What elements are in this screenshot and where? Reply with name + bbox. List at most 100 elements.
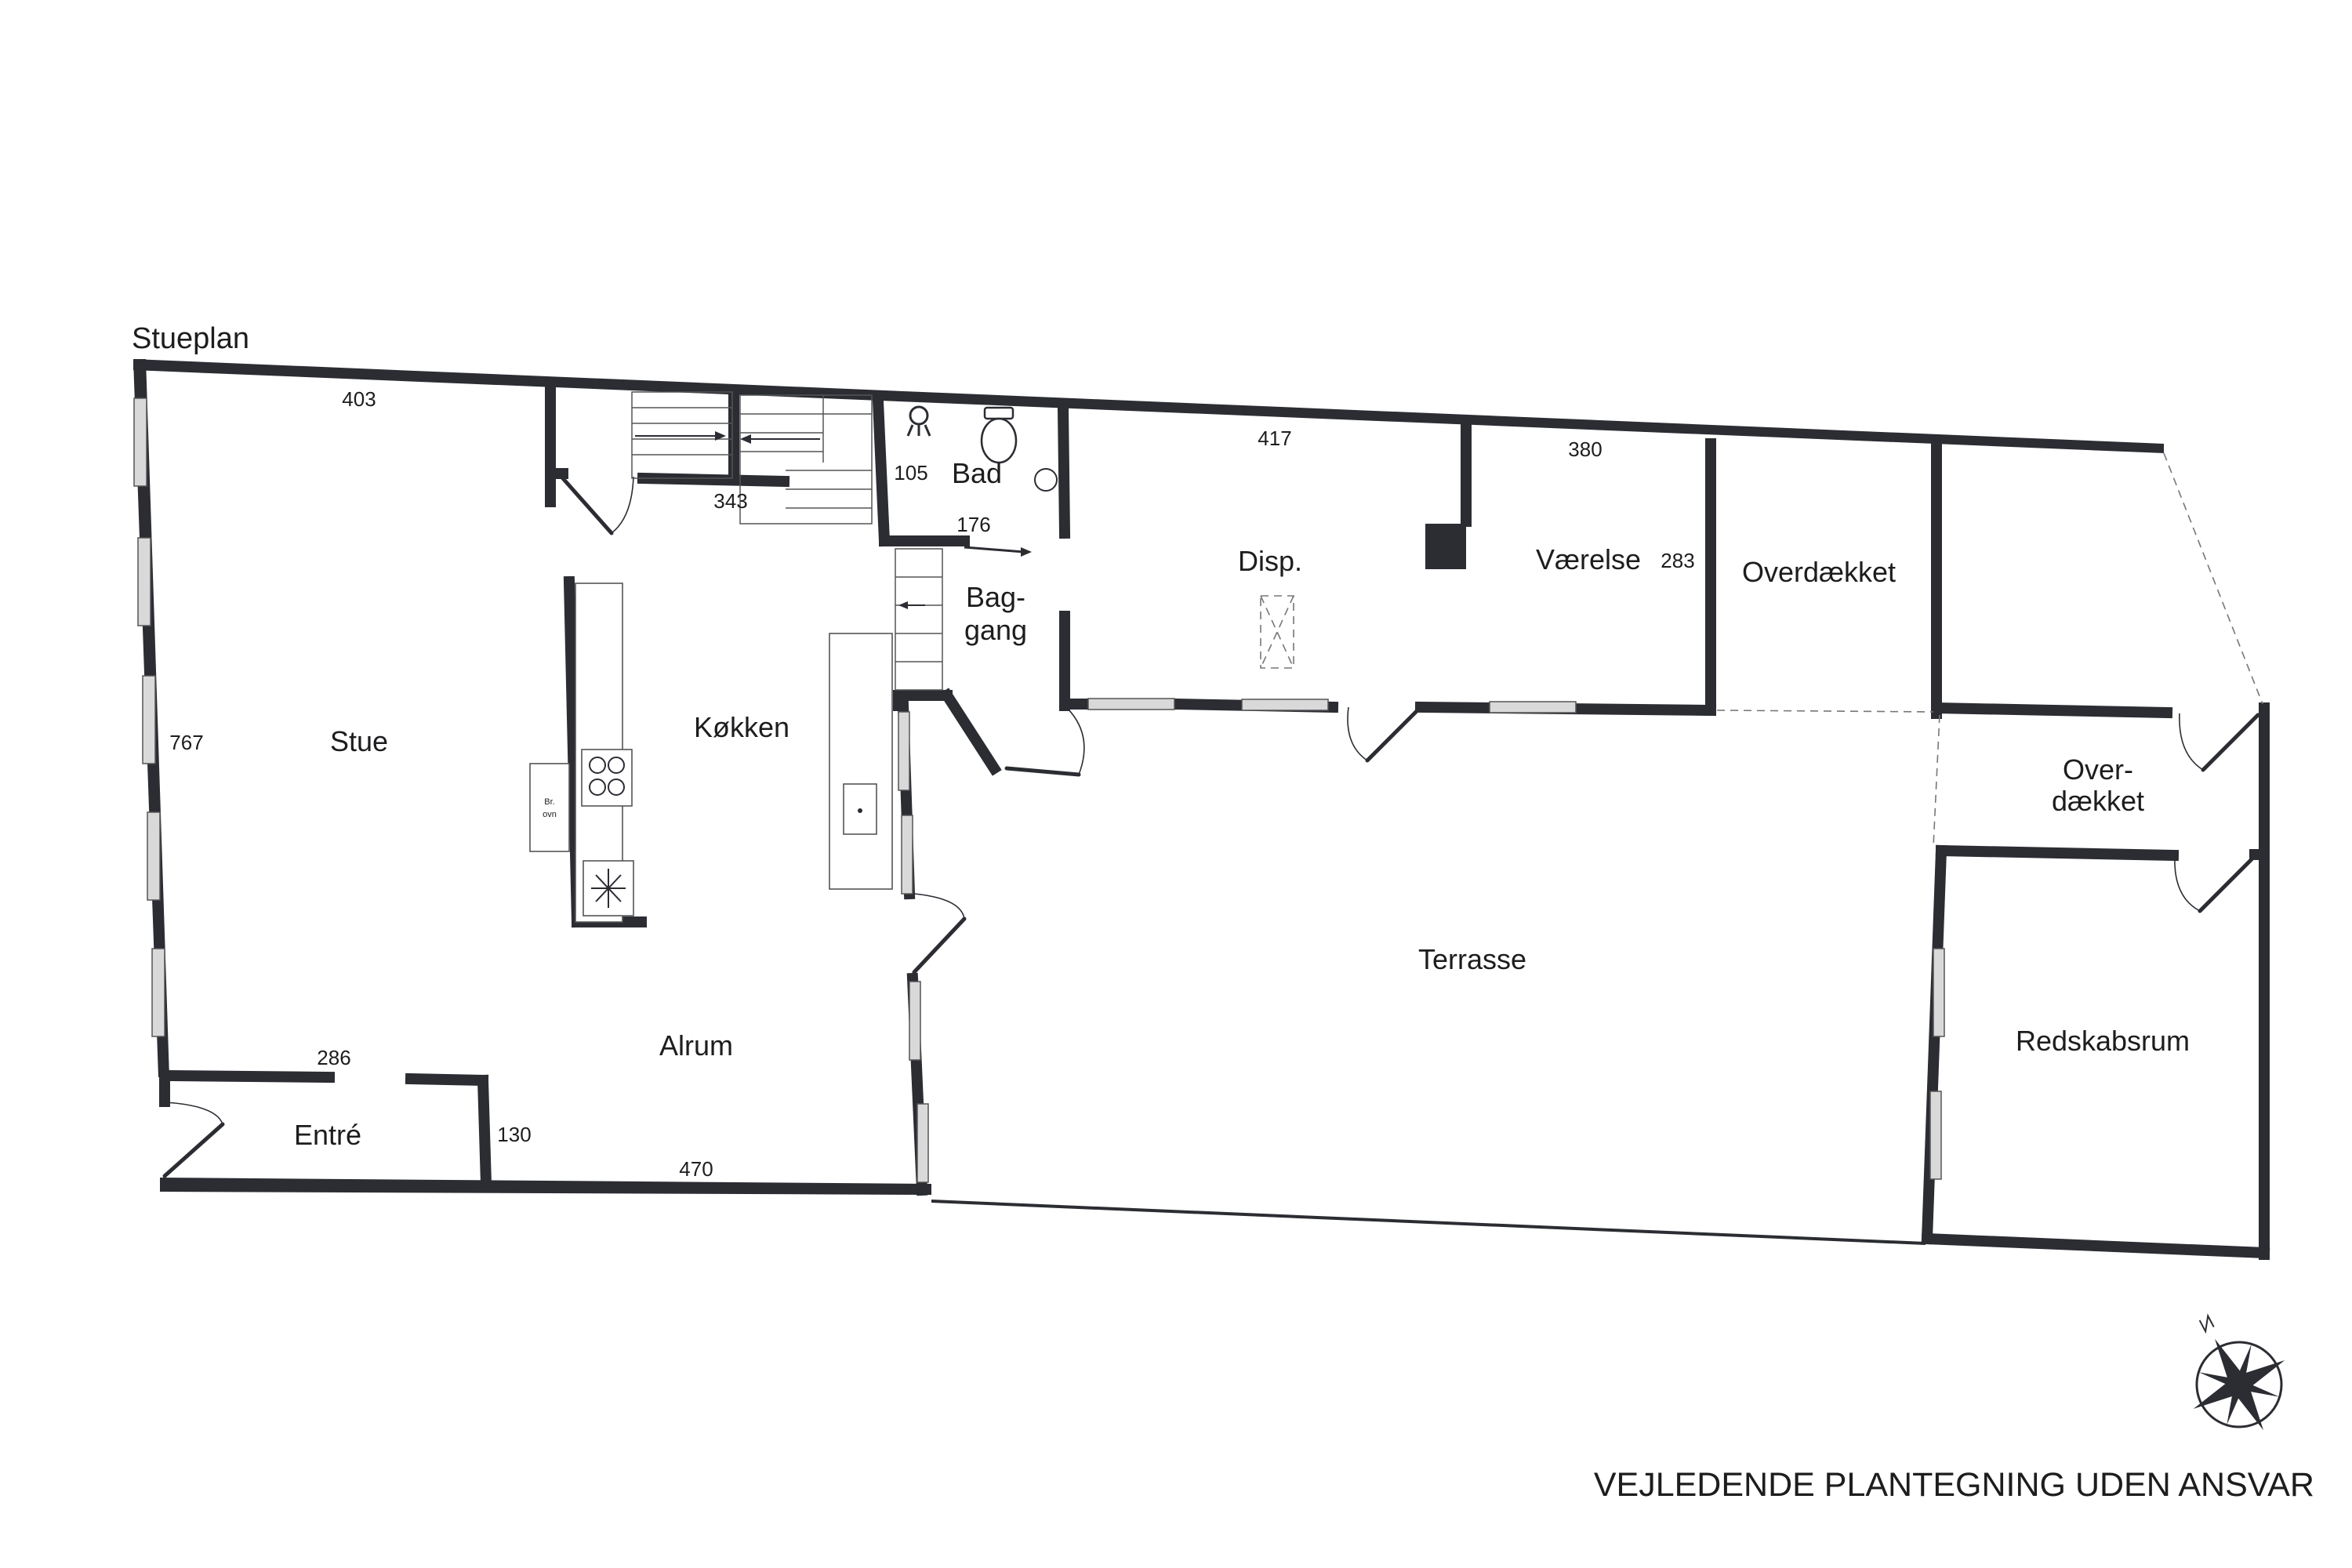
dim-470: 470 [679, 1157, 713, 1181]
redskabsrum-left-wall [1921, 844, 1947, 1245]
interior-walls [163, 382, 1717, 1196]
dim-417: 417 [1258, 426, 1291, 450]
arrow-right-icon [1021, 547, 1032, 557]
snowflake-icon [591, 869, 626, 908]
window [137, 537, 151, 626]
room-stue: Stue [330, 725, 388, 757]
dim-380: 380 [1568, 437, 1602, 461]
terrace-bottom-edge [931, 1200, 1926, 1245]
window [147, 811, 161, 901]
door-swing [1064, 705, 1085, 775]
dim-130: 130 [497, 1123, 531, 1146]
window [142, 675, 156, 764]
top-wall [133, 359, 2164, 453]
shed-top-wall [1930, 702, 2173, 719]
disclaimer-text: VEJLEDENDE PLANTEGNING UDEN ANSVAR [1594, 1466, 2314, 1504]
window [916, 1103, 929, 1183]
window [898, 711, 910, 791]
window [1241, 699, 1329, 711]
shower-icon [906, 405, 931, 437]
chimney [1425, 524, 1466, 569]
room-overdaekket-2-line-1: Over- [2063, 753, 2133, 786]
door-baggang [1004, 766, 1081, 777]
dim-403: 403 [342, 387, 376, 411]
stair-lower-left [631, 391, 733, 479]
room-overdaekket-2-line-2: dækket [2052, 785, 2144, 817]
room-overdaekket: Overdækket [1742, 556, 1896, 588]
window [909, 981, 921, 1061]
window [1933, 948, 1945, 1037]
cooktop-burners-icon [589, 757, 625, 796]
room-disp: Disp. [1238, 545, 1302, 577]
room-terrasse: Terrasse [1418, 943, 1526, 975]
window [133, 397, 147, 487]
arrow-right-icon [715, 431, 726, 441]
redskabsrum-top-wall [1935, 844, 2180, 862]
baggang-diag-wall [939, 688, 1002, 776]
bad-threshold-arrow [964, 546, 1025, 554]
room-koekken: Køkken [694, 711, 789, 743]
window [151, 948, 165, 1037]
stairs [631, 391, 1032, 691]
stair-upper-right [739, 394, 873, 524]
door-terrace [1365, 705, 1423, 763]
kitchen-side-counter [829, 633, 893, 890]
attic-hatch [1260, 595, 1294, 669]
door-redskabsrum [2198, 857, 2254, 913]
window [1087, 698, 1175, 710]
room-labels: Stue Køkken Alrum Entré Bad Bag- gang Di… [294, 457, 2190, 1151]
bad-right-wall [1057, 403, 1071, 539]
oven-label-1: Br. [544, 797, 554, 807]
dim-286: 286 [317, 1046, 350, 1069]
room-redskabsrum: Redskabsrum [2016, 1025, 2190, 1057]
door-stair [559, 474, 614, 535]
door-swing [611, 476, 634, 534]
room-bad: Bad [952, 457, 1002, 489]
dashed-edge [1933, 714, 1940, 848]
stair-baggang [895, 548, 943, 691]
window [901, 815, 913, 895]
plan-title: Stueplan [132, 322, 249, 355]
door-swing [1347, 706, 1368, 761]
arrow-left-icon [740, 434, 751, 444]
dashed-edge [2163, 452, 2263, 705]
dimension-labels: 403 343 105 176 417 380 283 767 286 130 … [169, 387, 1694, 1181]
compass-rose-icon [2193, 1313, 2285, 1431]
dim-343: 343 [713, 489, 747, 513]
window [1489, 701, 1577, 713]
room-vaerelse: Værelse [1536, 543, 1641, 575]
door-swing [2174, 855, 2201, 912]
room-alrum: Alrum [659, 1029, 733, 1062]
door-swing [913, 893, 965, 920]
entre-top-wall-b [405, 1073, 489, 1087]
window [1929, 1091, 1942, 1180]
door-overdaekket [2201, 713, 2260, 772]
dim-176: 176 [956, 513, 990, 536]
toilet-icon [980, 406, 1018, 464]
door-swing [2179, 713, 2204, 771]
dim-283: 283 [1661, 549, 1694, 572]
oven-label-2: ovn [543, 810, 557, 819]
cooktop [581, 749, 633, 807]
entre-top-wall-a [163, 1069, 336, 1083]
kitchen-fixtures: Br. ovn [529, 583, 893, 923]
entre-right-wall [477, 1074, 492, 1190]
dashed-edge [1716, 710, 1934, 713]
door-swing [164, 1102, 223, 1125]
bad-left-wall [872, 395, 891, 547]
exterior-walls [133, 359, 2270, 1260]
sink-drain-icon [858, 808, 862, 813]
door-alrum [912, 916, 967, 975]
windows [133, 397, 1945, 1183]
room-baggang-line-1: Bag- [966, 581, 1025, 613]
open-edges [1716, 452, 2263, 848]
redskabsrum-bottom-wall [1921, 1232, 2270, 1259]
dim-105: 105 [894, 461, 927, 485]
door-entre [162, 1122, 225, 1178]
bath-fixtures [906, 405, 1294, 669]
arrow-left-icon [898, 601, 908, 609]
washbasin-icon [1034, 468, 1058, 492]
bottom-wall [160, 1178, 931, 1195]
doors [162, 474, 2260, 1178]
